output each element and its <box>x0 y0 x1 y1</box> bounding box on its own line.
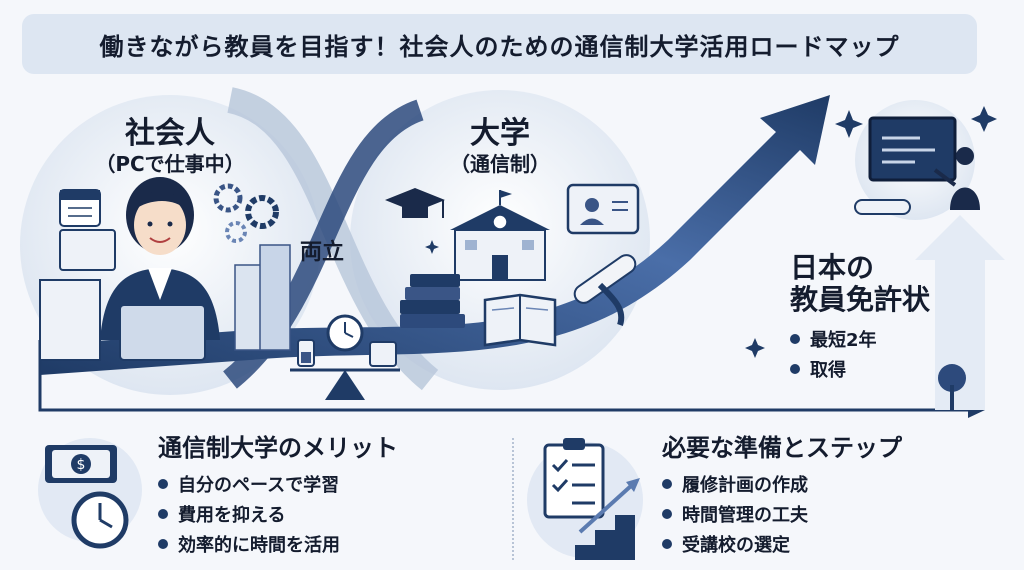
calendar-icon <box>59 189 101 227</box>
svg-text:$: $ <box>77 457 86 473</box>
worker-subheading: （PCで仕事中） <box>95 152 245 176</box>
panel-divider <box>512 438 514 560</box>
bullet-icon <box>790 364 800 375</box>
merits-list: 自分のペースで学習 費用を抑える 効率的に時間を活用 <box>158 469 498 559</box>
scale-icon <box>325 370 365 400</box>
diploma-icon <box>573 254 637 326</box>
blackboard-teacher-icon <box>854 116 980 215</box>
license-block: 日本の 教員免許状 最短2年 取得 <box>790 251 970 384</box>
bullet-icon <box>662 479 672 489</box>
school-building-icon <box>450 190 550 281</box>
bullet-icon <box>158 509 168 519</box>
sparkle-icon <box>425 106 997 358</box>
diploma-icon <box>854 199 911 215</box>
bullet-icon <box>158 539 168 549</box>
steps-icons <box>527 438 643 560</box>
list-item: 自分のペースで学習 <box>158 469 498 499</box>
university-subheading: （通信制） <box>450 152 550 176</box>
clock-icon <box>71 491 129 549</box>
balance-label: 両立 <box>300 240 345 265</box>
tree-icon <box>938 364 966 410</box>
dollar-bill-icon: $ <box>45 445 117 483</box>
gear-icon <box>213 183 279 243</box>
balance-illustration <box>290 314 400 400</box>
title-banner: 働きながら教員を目指す！社会人のための通信制大学活用ロードマップ <box>22 14 977 74</box>
license-list: 最短2年 取得 <box>790 324 970 384</box>
bullet-icon <box>662 509 672 519</box>
license-title-line1: 日本の <box>790 251 875 284</box>
laptop-icon <box>119 304 206 361</box>
list-item: 履修計画の作成 <box>662 469 1002 499</box>
clock-icon <box>326 314 364 352</box>
merits-panel: 通信制大学のメリット 自分のペースで学習 費用を抑える 効率的に時間を活用 <box>158 428 498 570</box>
list-item: 費用を抑える <box>158 499 498 529</box>
university-illustration <box>385 183 640 347</box>
worker-heading: 社会人 <box>125 116 215 151</box>
book-icon <box>483 293 557 347</box>
page-title: 働きながら教員を目指す！社会人のための通信制大学活用ロードマップ <box>99 32 900 61</box>
list-item: 時間管理の工夫 <box>662 499 1002 529</box>
bullet-icon <box>158 479 168 489</box>
tablet-video-icon <box>566 183 640 235</box>
list-item: 効率的に時間を活用 <box>158 529 498 559</box>
book-icon <box>400 274 465 328</box>
graduation-cap-icon <box>385 188 445 218</box>
license-title-line2: 教員免許状 <box>790 283 931 317</box>
worker-illustration <box>39 177 291 361</box>
list-item: 取得 <box>790 354 970 384</box>
laptop-icon <box>59 229 116 271</box>
bullet-icon <box>662 539 672 549</box>
bullet-icon <box>790 334 800 345</box>
steps-list: 履修計画の作成 時間管理の工夫 受講校の選定 <box>662 469 1002 559</box>
steps-panel: 必要な準備とステップ 履修計画の作成 時間管理の工夫 受講校の選定 <box>662 428 1002 570</box>
checklist-icon <box>543 438 605 519</box>
merits-heading: 通信制大学のメリット <box>158 434 398 462</box>
university-heading: 大学 <box>470 116 530 151</box>
timeline-axis <box>38 340 970 412</box>
steps-heading: 必要な準備とステップ <box>662 434 902 462</box>
list-item: 受講校の選定 <box>662 529 1002 559</box>
stairs-arrow-icon <box>575 478 640 560</box>
list-item: 最短2年 <box>790 324 970 354</box>
merits-icons: $ <box>38 438 142 549</box>
